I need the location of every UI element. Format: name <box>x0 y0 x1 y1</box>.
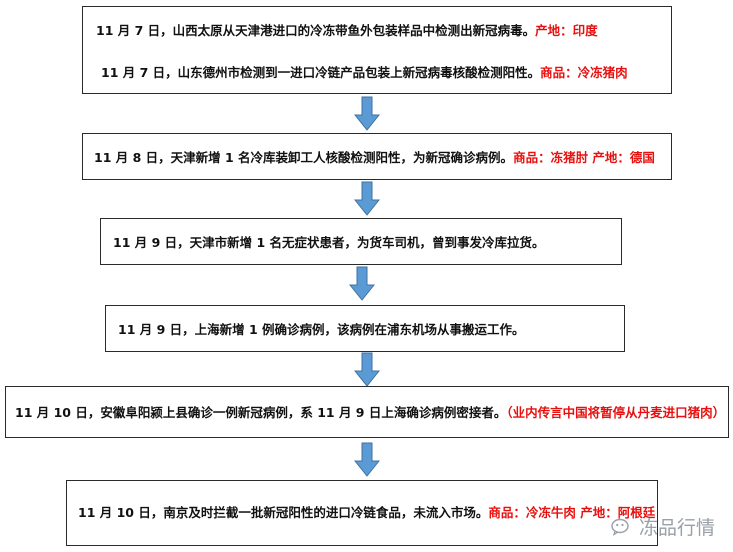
event-text: 11 月 8 日，天津新增 1 名冷库装卸工人核酸检测阳性，为新冠确诊病例。 <box>94 150 514 165</box>
event-line: 11 月 10 日，安徽阜阳颍上县确诊一例新冠病例，系 11 月 9 日上海确诊… <box>15 405 725 420</box>
down-arrow-icon <box>354 442 380 477</box>
down-arrow-icon <box>354 352 380 387</box>
event-line: 11 月 9 日，上海新增 1 例确诊病例，该病例在浦东机场从事搬运工作。 <box>118 322 525 337</box>
event-line: 11 月 7 日，山西太原从天津港进口的冷冻带鱼外包装样品中检测出新冠病毒。产地… <box>96 23 598 38</box>
event-highlight: 商品：冷冻牛肉 产地：阿根廷 <box>488 505 656 520</box>
watermark: 冻品行情 <box>611 513 715 540</box>
event-text: 11 月 10 日，安徽阜阳颍上县确诊一例新冠病例，系 11 月 9 日上海确诊… <box>15 405 507 420</box>
event-box-6: 11 月 10 日，南京及时拦截一批新冠阳性的进口冷链食品，未流入市场。商品：冷… <box>66 480 658 546</box>
watermark-text: 冻品行情 <box>638 517 715 539</box>
event-text: 11 月 7 日，山西太原从天津港进口的冷冻带鱼外包装样品中检测出新冠病毒。 <box>96 23 536 38</box>
wechat-icon <box>611 518 629 536</box>
event-text: 11 月 9 日，天津市新增 1 名无症状患者，为货车司机，曾到事发冷库拉货。 <box>113 235 545 250</box>
event-line: 11 月 10 日，南京及时拦截一批新冠阳性的进口冷链食品，未流入市场。商品：冷… <box>78 505 655 520</box>
down-arrow-icon <box>354 96 380 131</box>
event-box-2: 11 月 8 日，天津新增 1 名冷库装卸工人核酸检测阳性，为新冠确诊病例。商品… <box>82 133 672 180</box>
event-box-1: 11 月 7 日，山西太原从天津港进口的冷冻带鱼外包装样品中检测出新冠病毒。产地… <box>82 6 672 94</box>
event-box-5: 11 月 10 日，安徽阜阳颍上县确诊一例新冠病例，系 11 月 9 日上海确诊… <box>5 386 729 438</box>
event-line: 11 月 7 日，山东德州市检测到一进口冷链产品包装上新冠病毒核酸检测阳性。商品… <box>101 65 628 80</box>
down-arrow-icon <box>349 266 375 301</box>
down-arrow-icon <box>354 181 380 216</box>
event-text: 11 月 9 日，上海新增 1 例确诊病例，该病例在浦东机场从事搬运工作。 <box>118 322 525 337</box>
event-box-4: 11 月 9 日，上海新增 1 例确诊病例，该病例在浦东机场从事搬运工作。 <box>105 305 625 352</box>
event-highlight: （业内传言中国将暂停从丹麦进口猪肉） <box>506 405 726 420</box>
event-box-3: 11 月 9 日，天津市新增 1 名无症状患者，为货车司机，曾到事发冷库拉货。 <box>100 218 622 265</box>
event-highlight: 商品：冻猪肘 产地：德国 <box>513 150 655 165</box>
event-highlight: 商品：冷冻猪肉 <box>540 65 628 80</box>
event-text: 11 月 7 日，山东德州市检测到一进口冷链产品包装上新冠病毒核酸检测阳性。 <box>101 65 541 80</box>
event-text: 11 月 10 日，南京及时拦截一批新冠阳性的进口冷链食品，未流入市场。 <box>78 505 489 520</box>
event-highlight: 产地：印度 <box>535 23 598 38</box>
event-line: 11 月 8 日，天津新增 1 名冷库装卸工人核酸检测阳性，为新冠确诊病例。商品… <box>94 150 655 165</box>
event-line: 11 月 9 日，天津市新增 1 名无症状患者，为货车司机，曾到事发冷库拉货。 <box>113 235 545 250</box>
